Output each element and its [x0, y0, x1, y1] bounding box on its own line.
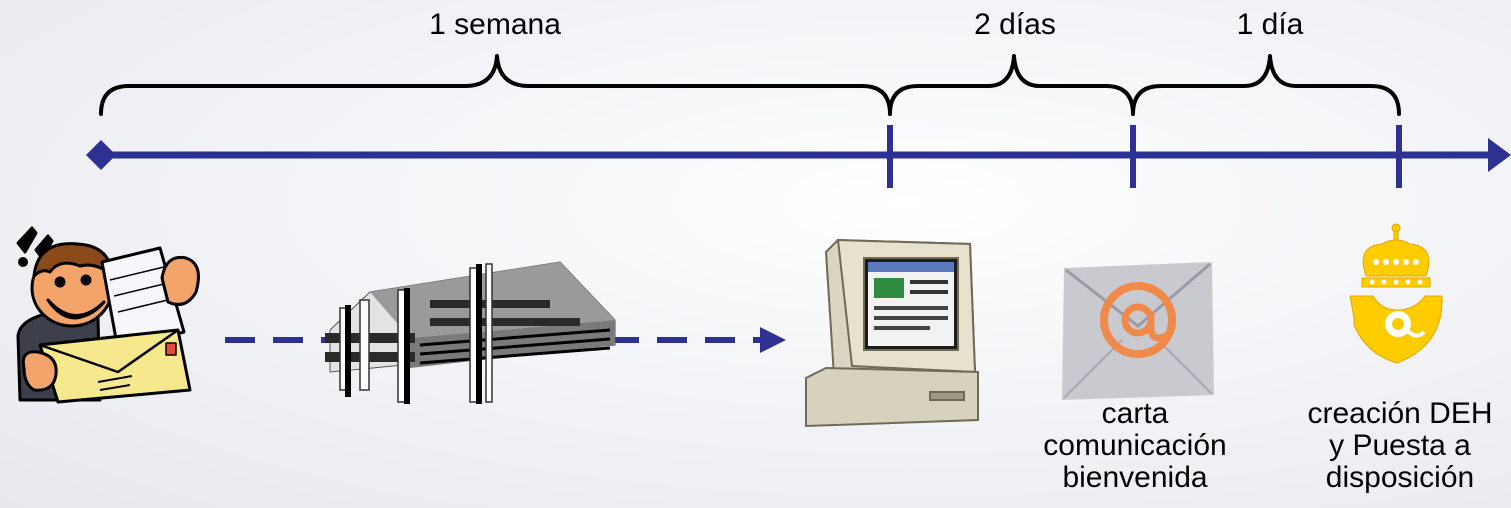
- desktop-computer-icon: [805, 238, 979, 428]
- caption-post-office-line-3: disposición: [1325, 461, 1475, 494]
- caption-welcome-letter: carta comunicación bienvenida: [1010, 398, 1260, 494]
- office-building-icon: [325, 261, 616, 404]
- caption-post-office-line-2: y Puesta a: [1329, 429, 1471, 462]
- timeline-start-diamond: [86, 140, 116, 170]
- brace-label-2-dias: 2 días: [974, 8, 1056, 41]
- brace-1-dia: [1131, 54, 1401, 116]
- person-with-letter-icon: [16, 226, 200, 404]
- caption-welcome-letter-line-3: bienvenida: [1062, 461, 1208, 494]
- timeline-arrowhead: [1488, 138, 1511, 172]
- caption-post-office: creación DEH y Puesta a disposición: [1290, 398, 1510, 494]
- brace-label-1-dia: 1 día: [1236, 8, 1304, 41]
- timeline-axis: [86, 125, 1511, 188]
- caption-welcome-letter-line-1: carta: [1101, 397, 1169, 430]
- brace-1-semana: [99, 54, 892, 116]
- brace-label-1-semana: 1 semana: [429, 8, 561, 41]
- caption-welcome-letter-line-2: comunicación: [1043, 429, 1227, 462]
- caption-post-office-line-1: creación DEH: [1307, 397, 1493, 430]
- email-envelope-icon: [1062, 262, 1214, 400]
- correos-logo-icon: [1349, 223, 1443, 364]
- brace-2-dias: [888, 54, 1135, 116]
